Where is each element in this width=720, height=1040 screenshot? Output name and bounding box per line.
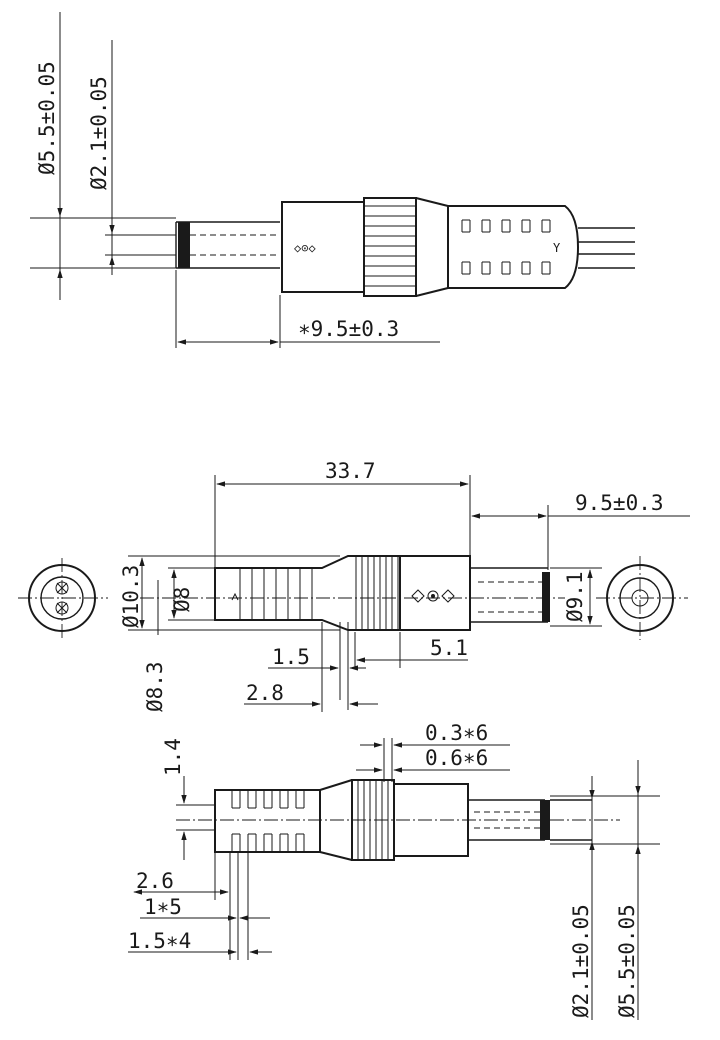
dim-grip-dia: Ø8.3	[143, 661, 167, 712]
dim-ring-b: 0.6∗6	[425, 746, 488, 770]
dim-pin-dia-top: Ø2.1±0.05	[87, 76, 111, 190]
polarity-symbol: ◇⊙◇	[294, 241, 316, 255]
dim-nose-dia: Ø9.1	[563, 571, 587, 622]
middle-view-body	[140, 555, 565, 631]
dim-fin-start: 2.6	[136, 869, 174, 893]
bottom-view: 1.4 0.3∗6 0.6∗6 2.6 1∗5 1.5∗4 Ø2.1±0.05 …	[128, 721, 660, 1020]
middle-view: 33.7 9.5±0.3 Ø10.3 Ø8 Ø8.3 Ø9.1 5.1 1.5 …	[18, 459, 690, 712]
end-view-left	[18, 558, 108, 640]
dim-height: 1.4	[161, 738, 185, 776]
top-view-body	[175, 197, 635, 297]
dim-fin-pitch: 1.5∗4	[128, 929, 191, 953]
bottom-view-body	[176, 779, 620, 861]
dim-step: 5.1	[430, 636, 468, 660]
dim-fin-width: 1∗5	[144, 895, 182, 919]
dim-outer-dia-bottom: Ø5.5±0.05	[615, 904, 639, 1018]
top-dimensions	[30, 12, 440, 348]
dim-pin-length-mid: 9.5±0.3	[575, 491, 664, 515]
cable-mark: Y	[553, 241, 561, 255]
top-view: ◇⊙◇ Y Ø5.5±0.05 Ø2.1±0.05 ∗9.5±0.3	[30, 12, 635, 348]
dim-total-length: 33.7	[325, 459, 376, 483]
dim-outer-dia-top: Ø5.5±0.05	[35, 61, 59, 175]
dim-groove-b: 2.8	[246, 681, 284, 705]
dim-groove-a: 1.5	[272, 645, 310, 669]
dim-pin-dia-bottom: Ø2.1±0.05	[569, 904, 593, 1018]
dim-inner-dia: Ø8	[170, 587, 194, 612]
dim-body-dia: Ø10.3	[119, 565, 143, 628]
dim-pin-length-top: ∗9.5±0.3	[298, 317, 399, 341]
end-view-right	[596, 556, 688, 640]
bottom-dimensions	[128, 738, 660, 1020]
middle-dimensions	[128, 475, 690, 712]
dim-ring-a: 0.3∗6	[425, 721, 488, 745]
